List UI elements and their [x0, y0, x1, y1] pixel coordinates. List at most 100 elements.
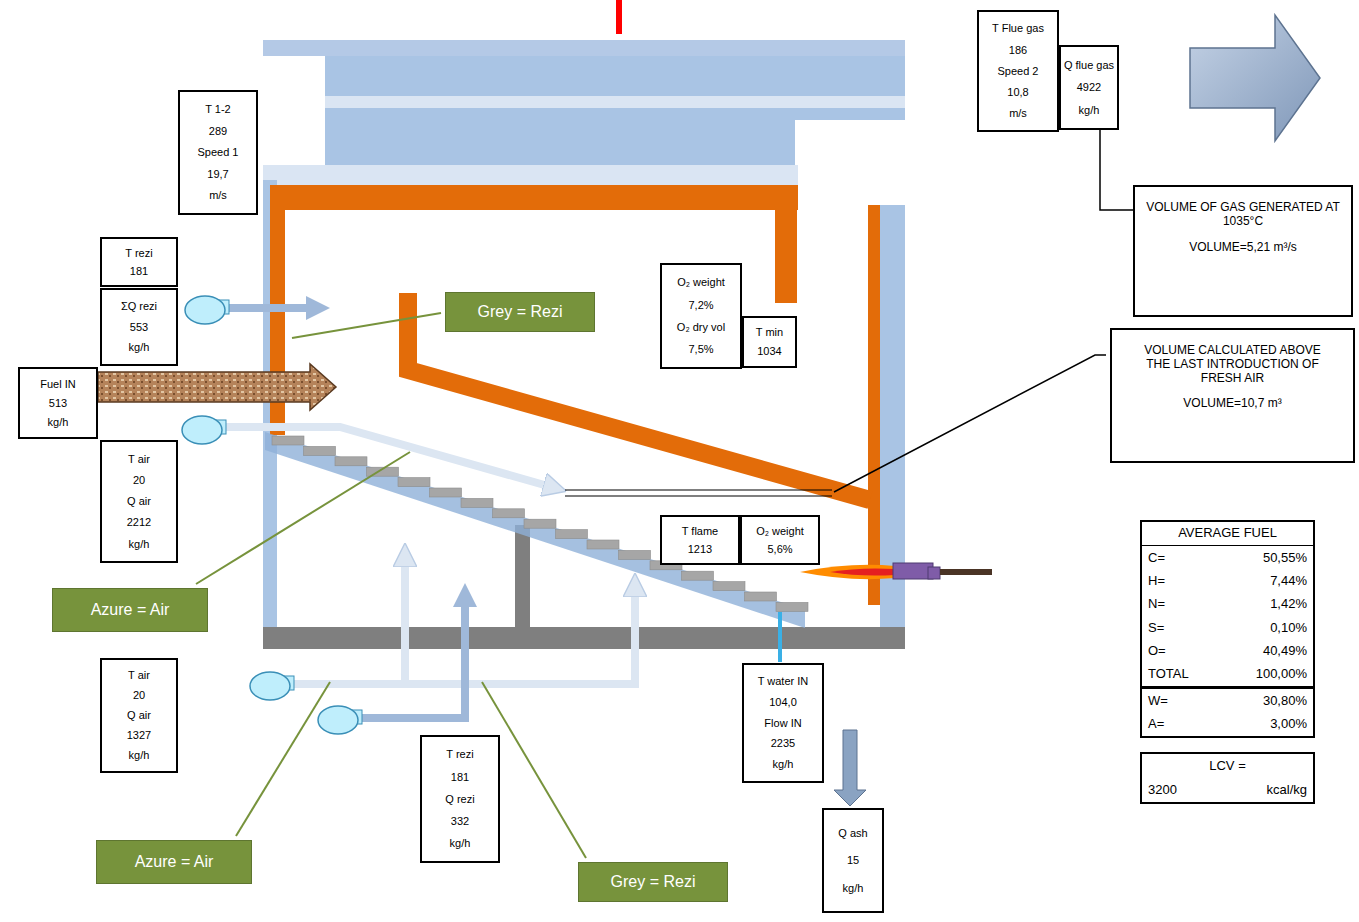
table-heading: AVERAGE FUEL — [1142, 522, 1313, 546]
value-text: T min — [756, 326, 783, 339]
value-text: Speed 2 — [998, 65, 1039, 78]
fan-body — [318, 706, 358, 734]
fan-symbol — [318, 706, 362, 734]
note-text: VOLUME OF GAS GENERATED AT 1035°C — [1145, 201, 1341, 229]
measurement-box: T air20Q air1327kg/h — [100, 658, 178, 773]
color-key-label: Grey = Rezi — [445, 292, 595, 332]
grate-step — [745, 592, 777, 601]
exchanger-upper — [325, 56, 905, 96]
fuel-arrow — [98, 364, 336, 410]
value-text: 289 — [209, 125, 227, 138]
value-text: 513 — [49, 397, 67, 410]
value-text: T air — [128, 669, 150, 682]
value-text: ΣQ rezi — [121, 300, 157, 313]
value-text: Q air — [127, 495, 151, 508]
value-text: 10,8 — [1007, 86, 1028, 99]
leader-line — [236, 682, 330, 836]
value-text: Speed 1 — [198, 146, 239, 159]
value-text: kg/h — [129, 341, 150, 354]
burner-flame — [800, 565, 895, 579]
value-text: 20 — [133, 474, 145, 487]
measurement-box: T 1-2289Speed 119,7m/s — [178, 90, 258, 215]
value-text: kg/h — [129, 749, 150, 762]
exchanger-band — [325, 96, 905, 108]
table-cell: 50,55% — [1228, 546, 1314, 569]
table-cell: O= — [1142, 640, 1228, 663]
value-text: 1034 — [757, 345, 781, 358]
value-text: 104,0 — [769, 696, 797, 709]
grate-support — [515, 525, 530, 629]
volume-level-line — [565, 495, 832, 496]
measurement-box: T Flue gas186Speed 210,8m/s — [977, 10, 1059, 132]
value-text: LCV = — [1142, 754, 1313, 778]
value-text: 553 — [130, 321, 148, 334]
value-text: Q air — [127, 709, 151, 722]
grate-step — [587, 540, 619, 549]
note-text: VOLUME CALCULATED ABOVE THE LAST INTRODU… — [1133, 344, 1333, 385]
fan-symbol — [250, 672, 294, 700]
leader-line — [196, 452, 410, 584]
key-text: Azure = Air — [91, 601, 170, 619]
flue-gas-arrow — [1190, 15, 1320, 141]
table-cell: H= — [1142, 570, 1228, 593]
table-cell: W= — [1142, 687, 1228, 712]
value-text: Fuel IN — [40, 378, 75, 391]
measurement-box: T rezi 181 — [100, 237, 178, 287]
value-text: O₂ weight — [677, 276, 725, 289]
measurement-box: T rezi181Q rezi332kg/h — [420, 735, 500, 863]
value-text: 7,2% — [688, 299, 713, 312]
connector-line — [1100, 130, 1133, 210]
water-inlet-line — [778, 612, 782, 662]
value-text: 2212 — [127, 516, 151, 529]
key-text: Grey = Rezi — [478, 303, 563, 321]
value-text: 15 — [847, 854, 859, 867]
value-text: Q rezi — [445, 793, 474, 806]
grate-step — [430, 488, 462, 497]
measurement-box: ΣQ rezi 553 kg/h — [100, 288, 178, 366]
table-cell: 100,00% — [1228, 663, 1314, 687]
grate-step — [398, 478, 430, 487]
grate-step — [304, 446, 336, 455]
fan-symbol — [185, 296, 229, 324]
table-cell: 30,80% — [1228, 687, 1314, 712]
fan-body — [182, 416, 222, 444]
grate-step — [713, 582, 745, 591]
value-text: T flame — [682, 525, 718, 538]
value-text: kg/h — [843, 882, 864, 895]
refractory-right — [868, 205, 880, 605]
value-text: Q flue gas — [1064, 59, 1114, 72]
table-cell: 1,42% — [1228, 593, 1314, 616]
ash-arrow — [834, 730, 866, 806]
value-text: T rezi — [125, 247, 152, 260]
value-text: kg/h — [773, 758, 794, 771]
value-text: 4922 — [1077, 81, 1101, 94]
furnace-floor — [263, 627, 905, 649]
value-text: 19,7 — [207, 168, 228, 181]
table-cell: TOTAL — [1142, 663, 1228, 687]
leader-line — [292, 313, 441, 338]
measurement-box: T min 1034 — [742, 316, 797, 368]
value-text: 181 — [130, 265, 148, 278]
grate-step — [493, 509, 525, 518]
value-text: Q ash — [838, 827, 867, 840]
fuel-table: AVERAGE FUELC=50,55%H=7,44%N=1,42%S=0,10… — [1140, 520, 1315, 738]
air-arrow — [222, 427, 555, 488]
exchanger-lower — [325, 120, 795, 165]
measurement-box: T water IN104,0Flow IN2235kg/h — [742, 663, 824, 783]
measurement-box: T air20Q air2212kg/h — [100, 440, 178, 563]
value-text: T water IN — [758, 675, 809, 688]
value-text: 1327 — [127, 729, 151, 742]
grate-step — [556, 530, 588, 539]
value-text: 186 — [1009, 44, 1027, 57]
note-text: VOLUME=5,21 m³/s — [1189, 241, 1297, 255]
measurement-box: Fuel IN513kg/h — [18, 367, 98, 439]
value-text: m/s — [1009, 107, 1027, 120]
top-plate — [263, 40, 905, 56]
grate-step — [619, 550, 651, 559]
volume-level-line — [565, 489, 832, 490]
value-text: 332 — [451, 815, 469, 828]
key-text: Azure = Air — [135, 853, 214, 871]
fan-symbol — [182, 416, 226, 444]
table-cell: 40,49% — [1228, 640, 1314, 663]
value-text: 1213 — [688, 543, 712, 556]
